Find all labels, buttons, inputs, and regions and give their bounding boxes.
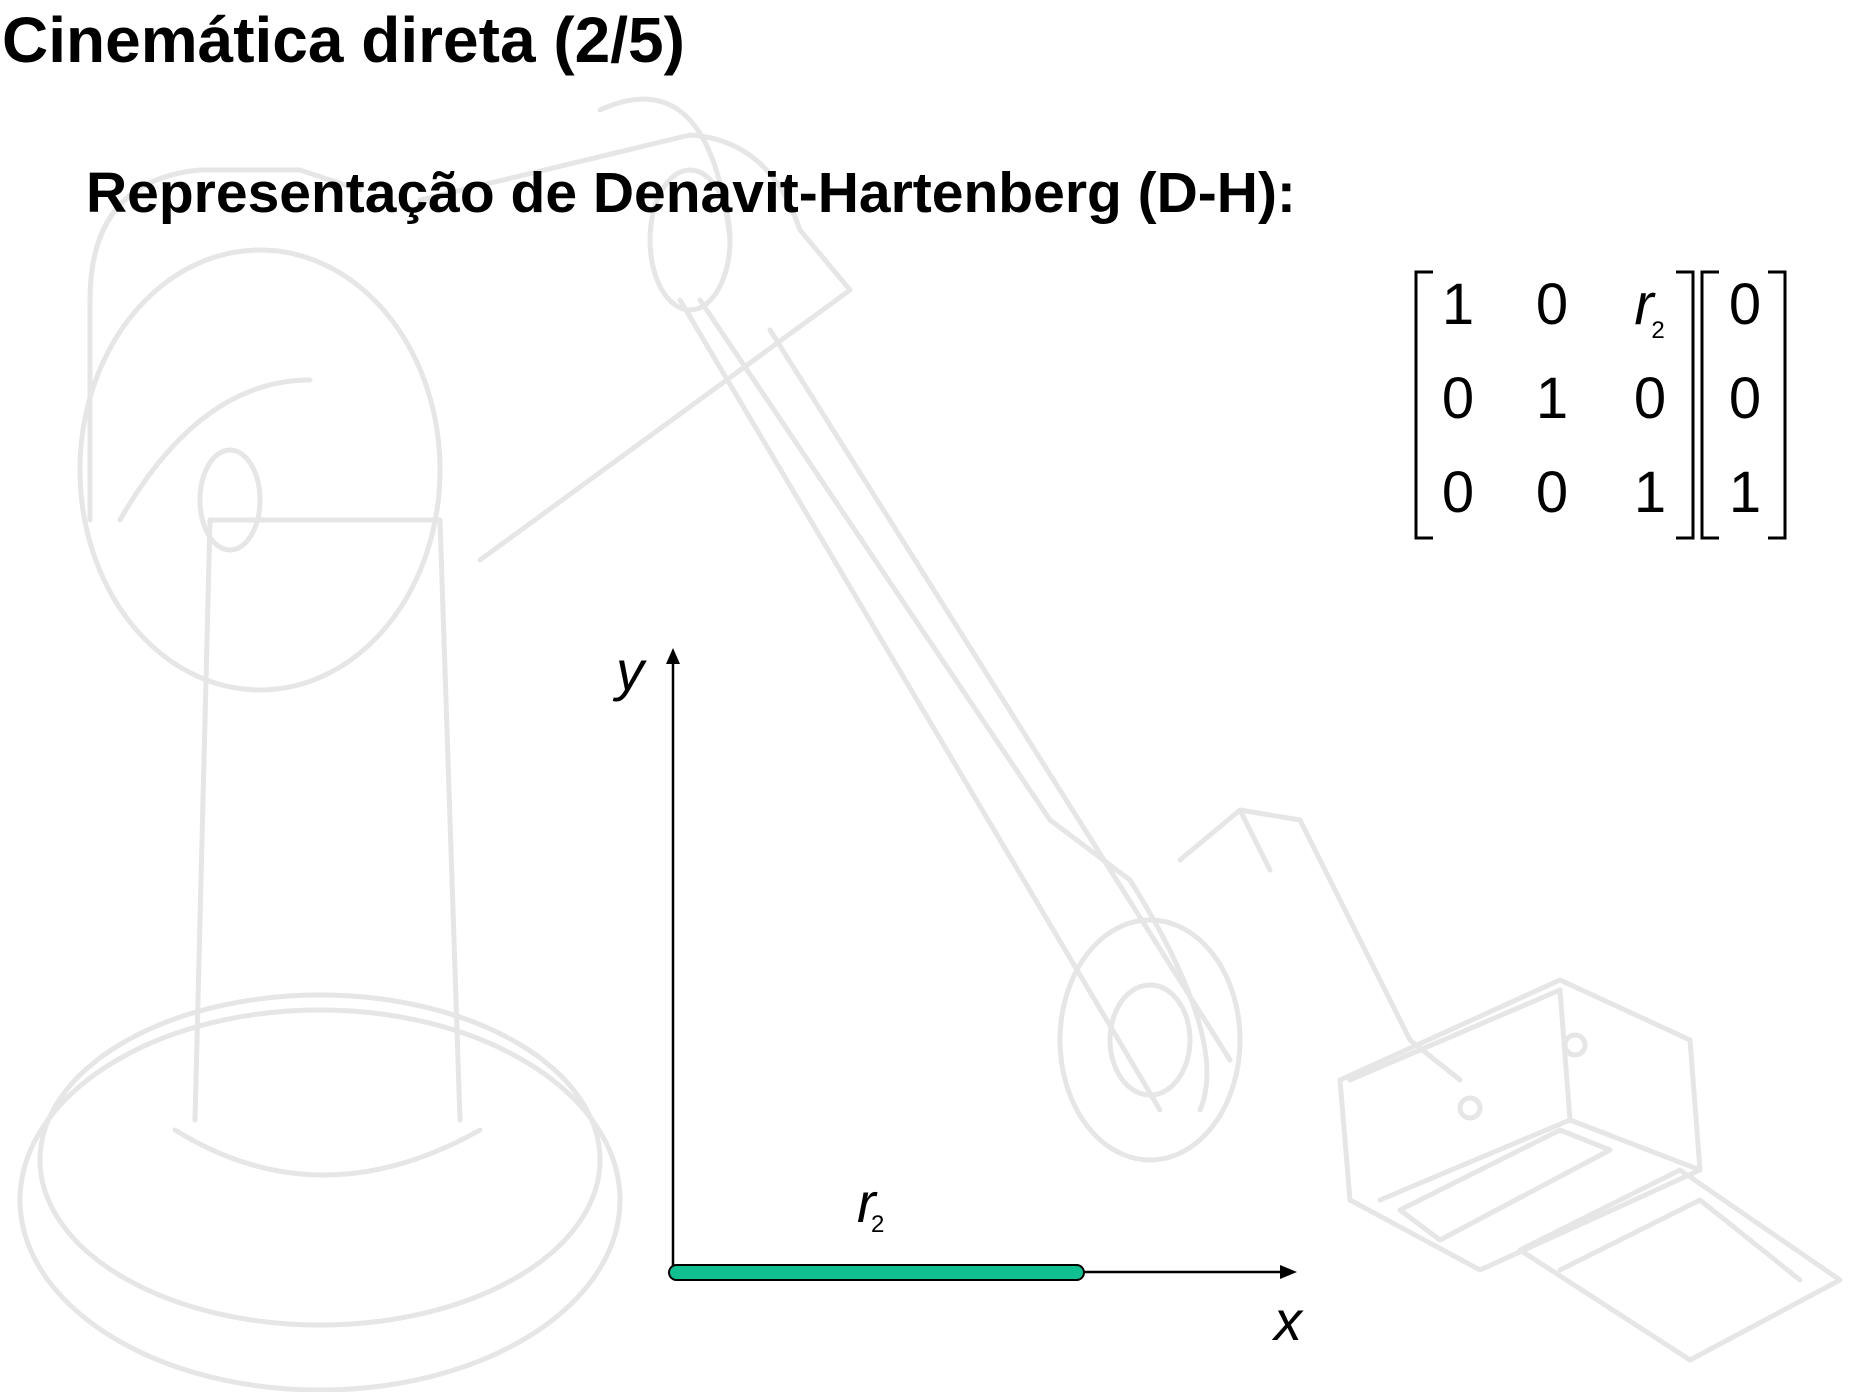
matrix-cell-r: r <box>1634 272 1656 337</box>
vector-cell: 1 <box>1729 460 1761 525</box>
y-axis-arrowhead <box>666 648 680 664</box>
section-subtitle: Representação de Denavit-Hartenberg (D-H… <box>86 161 1296 225</box>
matrix-cell: 0 <box>1536 460 1568 525</box>
matrix-brackets <box>1414 270 1787 540</box>
link-r2 <box>668 1264 1085 1281</box>
x-axis-arrowhead <box>1280 1265 1297 1279</box>
matrix-cell: 1 <box>1536 366 1568 431</box>
page-title: Cinemática direta (2/5) <box>2 4 685 76</box>
link-label: r <box>857 1171 878 1234</box>
matrix-left-bracket <box>1414 270 1433 540</box>
y-axis-label: y <box>612 639 647 702</box>
matrix-cell: 0 <box>1442 460 1474 525</box>
vector-left-bracket <box>1700 270 1719 540</box>
vector-cell: 0 <box>1729 366 1761 431</box>
matrix-cell-r-subscript: 2 <box>1651 317 1664 344</box>
link-label-subscript: 2 <box>871 1211 884 1238</box>
matrix-cell: 0 <box>1634 366 1666 431</box>
matrix-cell: 0 <box>1442 366 1474 431</box>
matrix-right-bracket <box>1676 270 1695 540</box>
matrix-cell: 1 <box>1634 460 1666 525</box>
vector-right-bracket <box>1768 270 1787 540</box>
matrix-entries: 1 0 r 2 0 1 0 0 0 1 0 0 1 <box>1442 272 1761 525</box>
matrix-cell: 0 <box>1536 272 1568 337</box>
vector-cell: 0 <box>1729 272 1761 337</box>
x-axis-label: x <box>1271 1289 1304 1352</box>
coordinate-axes <box>666 648 1297 1279</box>
matrix-cell: 1 <box>1442 272 1474 337</box>
